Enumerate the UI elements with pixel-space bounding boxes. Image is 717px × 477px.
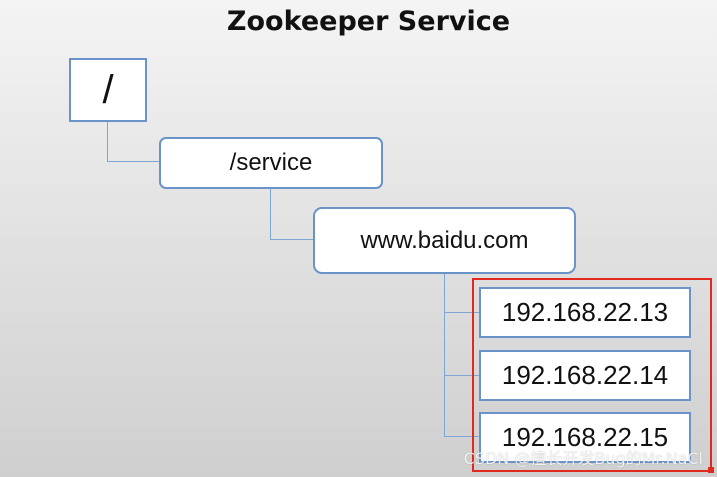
- tree-node-domain: www.baidu.com: [313, 207, 576, 274]
- tree-node-host-2: 192.168.22.14: [479, 350, 691, 401]
- tree-node-root: /: [69, 58, 147, 122]
- connector-root-service-h: [107, 161, 160, 162]
- tree-node-host-2-label: 192.168.22.14: [501, 360, 669, 390]
- tree-node-service-label: /service: [229, 149, 313, 176]
- tree-node-host-1-label: 192.168.22.13: [501, 297, 669, 327]
- highlight-box: [472, 278, 712, 472]
- tree-node-host-3-label: 192.168.22.15: [501, 422, 669, 452]
- connector-host-3-h: [444, 436, 480, 437]
- watermark: CSDN @擅长开发Bug的Mr.NaCl: [463, 449, 703, 468]
- connector-service-domain-v: [270, 189, 271, 240]
- resize-handle[interactable]: [708, 467, 714, 473]
- connector-host-2-h: [444, 375, 480, 376]
- tree-node-host-3: 192.168.22.15: [479, 412, 691, 463]
- tree-node-service: /service: [159, 137, 383, 189]
- tree-node-root-label: /: [102, 67, 114, 112]
- tree-node-host-1: 192.168.22.13: [479, 287, 691, 338]
- tree-node-domain-label: www.baidu.com: [360, 226, 529, 254]
- connector-domain-hosts-v: [444, 274, 445, 436]
- connector-host-1-h: [444, 312, 480, 313]
- diagram-title: Zookeeper Service: [226, 6, 511, 37]
- connector-service-domain-h: [270, 239, 314, 240]
- connector-root-service-v: [107, 122, 108, 162]
